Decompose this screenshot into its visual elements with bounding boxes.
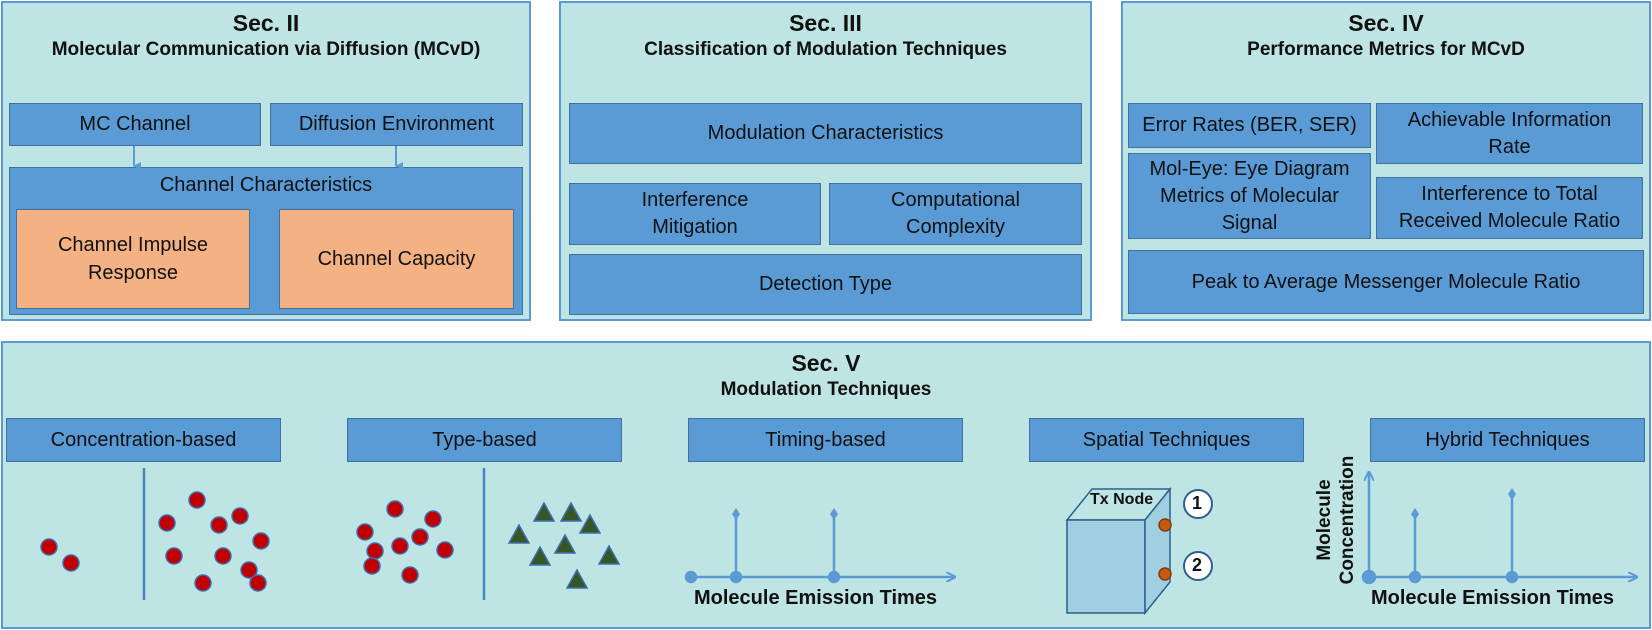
receptor-dot (1158, 518, 1172, 532)
channel-impulse-response-box: Channel Impulse Response (16, 209, 250, 309)
detection-type-box: Detection Type (569, 254, 1082, 315)
triangle-molecule-icon (559, 501, 583, 522)
sec2-subtitle: Molecular Communication via Diffusion (M… (51, 39, 481, 60)
molecule-icon (411, 528, 429, 546)
molecule-icon (386, 500, 404, 518)
sec4-heading: Sec. IV (1348, 10, 1424, 36)
sec3-heading: Sec. III (789, 10, 862, 36)
molecule-icon (436, 541, 454, 559)
molecule-icon (62, 554, 80, 572)
mol-eye-label: Mol-Eye: Eye Diagram Metrics of Molecula… (1149, 157, 1350, 234)
sec5-subtitle: Modulation Techniques (720, 379, 932, 400)
sec2-heading: Sec. II (232, 10, 300, 36)
mol-eye-box: Mol-Eye: Eye Diagram Metrics of Molecula… (1128, 153, 1371, 239)
triangle-molecule-icon (528, 545, 552, 566)
achievable-information-rate-box: Achievable Information Rate (1376, 103, 1643, 164)
triangle-molecule-icon (553, 533, 577, 554)
hybrid-impulse-head (1508, 488, 1516, 500)
hybrid-origin-dot (1361, 569, 1377, 585)
molecule-icon (252, 532, 270, 550)
tx-node-cube (1065, 486, 1213, 616)
timing-plot (684, 508, 954, 584)
sec5-panel: Sec. V Modulation Techniques (1, 341, 1651, 629)
molecule-icon (214, 547, 232, 565)
molecule-icon (165, 547, 183, 565)
timing-impulse-head (830, 508, 838, 520)
concentration-molecules (40, 491, 270, 592)
sec4-subtitle: Performance Metrics for MCvD (1247, 39, 1525, 60)
spatial-techniques-box: Spatial Techniques (1029, 418, 1304, 462)
y-axis-label-line2: Concentration (1337, 455, 1358, 585)
triangle-molecule-icon (597, 544, 621, 565)
concentration-based-box: Concentration-based (6, 418, 281, 462)
hybrid-techniques-box: Hybrid Techniques (1370, 418, 1645, 462)
interference-ratio-box: Interference to Total Received Molecule … (1376, 177, 1643, 239)
node-2-label: 2 (1192, 555, 1203, 575)
tx-node-label: Tx Node (1090, 491, 1154, 508)
diffusion-environment-box: Diffusion Environment (270, 103, 523, 146)
modulation-characteristics-box: Modulation Characteristics (569, 103, 1082, 164)
molecule-icon (401, 566, 419, 584)
node-1-marker (1183, 489, 1213, 519)
sec3-subtitle: Classification of Modulation Techniques (644, 39, 1007, 60)
computational-complexity-label: Computational Complexity (891, 189, 1020, 238)
molecule-icon (366, 542, 384, 560)
channel-impulse-response-label: Channel Impulse Response (57, 234, 209, 284)
receptor-dot (1158, 567, 1172, 581)
molecule-icon (188, 491, 206, 509)
interference-ratio-label: Interference to Total Received Molecule … (1398, 183, 1621, 232)
error-rates-box: Error Rates (BER, SER) (1128, 103, 1371, 148)
interference-mitigation-label: Interference Mitigation (641, 189, 749, 238)
mc-channel-box: MC Channel (9, 103, 261, 146)
peak-to-average-box: Peak to Average Messenger Molecule Ratio (1128, 250, 1644, 314)
molecule-icon (231, 507, 249, 525)
type-green-molecules (507, 501, 621, 589)
node-2-marker (1183, 551, 1213, 581)
triangle-molecule-icon (507, 523, 531, 544)
channel-capacity-box: Channel Capacity (279, 209, 514, 309)
timing-impulse-head (732, 508, 740, 520)
interference-mitigation-box: Interference Mitigation (569, 183, 821, 245)
molecule-icon (424, 510, 442, 528)
molecule-icon (158, 514, 176, 532)
molecule-icon (194, 574, 212, 592)
molecule-icon (391, 537, 409, 555)
triangle-molecule-icon (565, 568, 589, 589)
type-red-molecules (356, 500, 454, 584)
molecule-icon (363, 557, 381, 575)
sec5-heading: Sec. V (791, 350, 861, 376)
molecule-icon (356, 523, 374, 541)
hybrid-x-axis-label: Molecule Emission Times (1371, 587, 1615, 609)
timing-x-axis-label: Molecule Emission Times (694, 587, 938, 609)
timing-based-box: Timing-based (688, 418, 963, 462)
hybrid-plot (1361, 473, 1636, 585)
molecule-icon (249, 574, 267, 592)
molecule-icon (240, 561, 258, 579)
timing-origin-dot (684, 570, 698, 584)
computational-complexity-box: Computational Complexity (829, 183, 1082, 245)
molecule-icon (40, 538, 58, 556)
triangle-molecule-icon (532, 501, 556, 522)
channel-characteristics-label: Channel Characteristics (159, 174, 373, 196)
type-based-box: Type-based (347, 418, 622, 462)
achievable-information-rate-label: Achievable Information Rate (1407, 108, 1612, 158)
triangle-molecule-icon (578, 513, 602, 534)
node-1-label: 1 (1192, 493, 1203, 513)
cube-front-face (1066, 519, 1146, 614)
molecule-icon (210, 516, 228, 534)
hybrid-impulse-head (1411, 508, 1419, 520)
y-axis-label-line1: Molecule (1314, 479, 1336, 561)
